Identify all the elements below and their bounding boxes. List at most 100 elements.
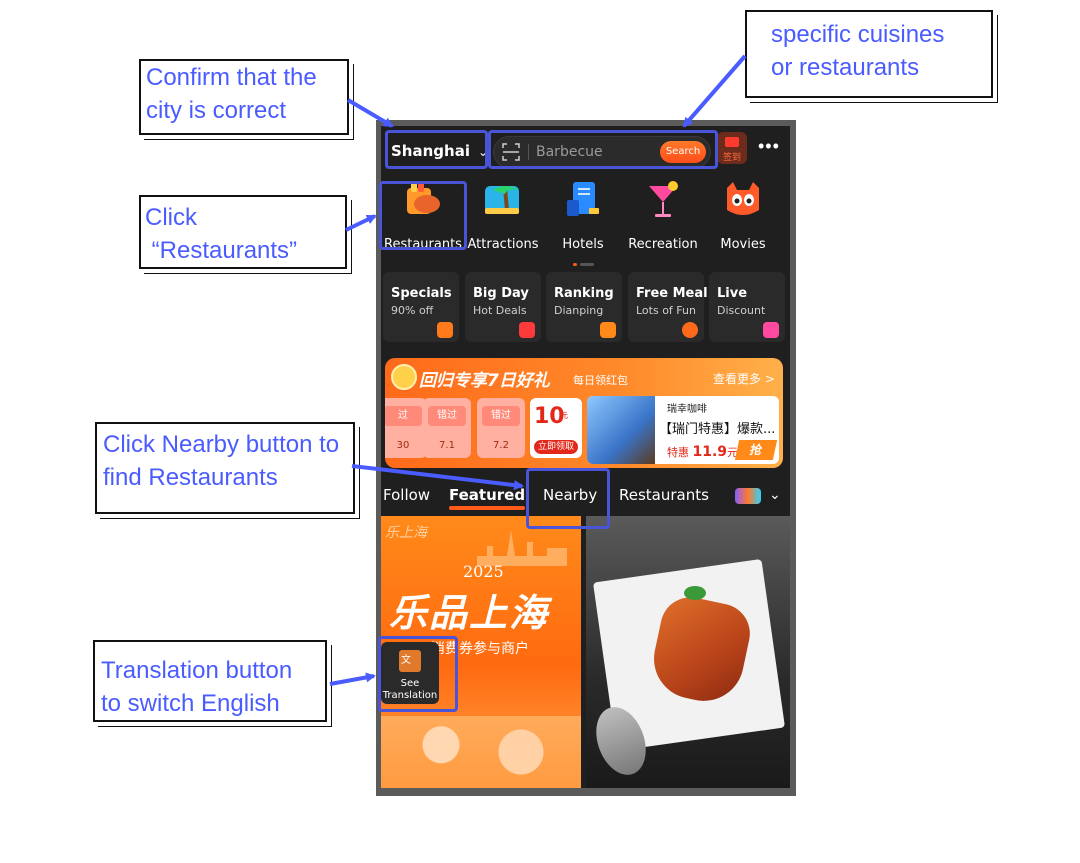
callout-nearby: Click Nearby button to find Restaurants (95, 422, 355, 514)
app-screen: Shanghai ⌄ Barbecue Search 签到 ••• Restaur… (381, 126, 790, 788)
arrow-translation (329, 672, 376, 686)
checkin-label: 签到 (722, 153, 741, 163)
feed-card-right[interactable] (586, 516, 790, 788)
skyline-image (477, 530, 567, 566)
promo-ranking[interactable]: Ranking Dianping (546, 272, 622, 342)
restaurant-icon (407, 182, 440, 214)
zero-yuan-icon (682, 322, 698, 338)
claim-now-button[interactable]: 立即领取 (534, 440, 578, 454)
city-name: Shanghai (391, 142, 470, 160)
chevron-down-icon: ⌄ (477, 145, 489, 159)
highlight-translation (378, 636, 458, 712)
tab-follow[interactable]: Follow (383, 486, 431, 504)
highlight-city (385, 130, 488, 169)
coffee-ad-card[interactable]: 瑞幸咖啡 【瑞门特惠】爆款... 特惠 11.9元 抢 (587, 396, 779, 464)
ad-price-label: 特惠 (667, 446, 689, 459)
city-selector[interactable]: Shanghai ⌄ (391, 142, 488, 160)
callout-search: specific cuisines or restaurants (745, 10, 993, 98)
promo-subtitle: 90% off (391, 304, 434, 317)
category-label: Movies (720, 237, 766, 252)
coupon-unit: 元 (560, 411, 568, 420)
tab-restaurants[interactable]: Restaurants (619, 486, 709, 504)
feed-card-left[interactable]: 乐上海 2025 乐品上海 消费券参与商户 (381, 516, 581, 788)
category-movies[interactable]: Movies (703, 180, 783, 252)
category-recreation[interactable]: Recreation (623, 180, 703, 252)
highlight-restaurants (379, 181, 467, 250)
promo-subtitle: Lots of Fun (636, 304, 696, 317)
cat-movie-icon (727, 182, 759, 215)
callout-text: Confirm that the city is correct (146, 64, 317, 124)
calendar-heart-icon (519, 322, 535, 338)
coupon-card[interactable]: 过 30 (385, 398, 427, 458)
promo-subtitle: Discount (717, 304, 766, 317)
coupon-card[interactable]: 错过 7.2 (477, 398, 525, 458)
ad-brand: 瑞幸咖啡 (667, 404, 707, 415)
bar-chart-icon (763, 322, 779, 338)
category-label: Hotels (562, 237, 604, 252)
promo-subtitle: Dianping (554, 304, 604, 317)
search-divider (528, 144, 529, 160)
search-input[interactable]: Barbecue (536, 144, 603, 160)
coupon-10-yuan[interactable]: 10 元 立即领取 (530, 398, 582, 458)
crowd-image (381, 716, 581, 788)
checkin-button[interactable]: 签到 (717, 132, 747, 164)
highlight-nearby (526, 468, 610, 529)
promo-title: Specials (391, 286, 452, 301)
ad-headline: 【瑞门特惠】爆款... (659, 422, 776, 437)
promo-specials[interactable]: Specials 90% off (383, 272, 459, 342)
search-button[interactable]: Search (660, 141, 706, 163)
callout-translation: Translation button to switch English (93, 640, 327, 722)
coupon-date: 30 (396, 440, 410, 451)
chevron-down-icon[interactable]: ⌄ (769, 486, 781, 502)
arrow-up-icon (600, 322, 616, 338)
feed-headline: 乐品上海 (389, 591, 550, 635)
translation-label: See Translation (382, 678, 438, 701)
scan-icon[interactable] (502, 143, 520, 161)
coupon-tag: 过 (385, 406, 422, 426)
callout-text: Translation button to switch English (101, 657, 293, 717)
translation-button[interactable]: See Translation (381, 642, 439, 704)
highlight-search (488, 130, 718, 169)
callout-city: Confirm that the city is correct (139, 59, 349, 135)
promo-live[interactable]: Live Discount (709, 272, 785, 342)
tab-featured[interactable]: Featured (449, 486, 526, 510)
search-bar[interactable]: Barbecue Search (493, 136, 711, 168)
promo-title: Ranking (554, 286, 614, 301)
feed-year: 2025 (463, 562, 504, 581)
page-dot (580, 263, 594, 267)
banner-see-more-link[interactable]: 查看更多 > (713, 372, 775, 386)
coupon-date: 7.2 (493, 440, 509, 451)
callout-text: Click Nearby button to find Restaurants (103, 431, 340, 491)
coupon-card[interactable]: 错过 7.1 (423, 398, 471, 458)
ad-price-unit: 元 (727, 446, 739, 459)
feed-tabs: Follow Featured Nearby Restaurants ⌄ (381, 478, 790, 512)
coffee-ad-image (587, 396, 655, 464)
promo-free-meal[interactable]: Free Meal Lots of Fun (628, 272, 708, 342)
herb-garnish-image (684, 586, 706, 600)
coupon-value: 10 (534, 404, 565, 429)
coupon-tag: 错过 (482, 406, 520, 426)
page-indicator (573, 256, 597, 274)
tab-deco-icon[interactable] (735, 488, 761, 504)
category-hotels[interactable]: Hotels (543, 180, 623, 252)
coupon-date: 7.1 (439, 440, 455, 451)
feed-logo: 乐上海 (385, 525, 427, 541)
promo-banner[interactable]: 回归专享7日好礼 每日领红包 查看更多 > 过 30 错过 7.1 错过 7.2… (385, 358, 783, 468)
category-attractions[interactable]: Attractions (463, 180, 543, 252)
page-dot-active (573, 263, 577, 267)
badge-icon (437, 322, 453, 338)
callout-text: specific cuisines or restaurants (771, 21, 945, 81)
ad-price: 特惠 11.9元 (667, 444, 738, 460)
promo-big-day[interactable]: Big Day Hot Deals (465, 272, 541, 342)
promo-title: Free Meal (636, 286, 708, 301)
banner-title: 回归专享7日好礼 (419, 371, 550, 391)
coin-icon (391, 364, 417, 390)
arrow-restaurants (345, 214, 377, 232)
tab-nearby[interactable]: Nearby (543, 486, 598, 504)
more-menu-icon[interactable]: ••• (758, 136, 780, 156)
red-envelope-icon (725, 137, 739, 147)
grab-deal-button[interactable]: 抢 (734, 440, 778, 460)
promo-title: Live (717, 286, 748, 301)
category-label: Recreation (628, 237, 698, 252)
coupon-tag: 错过 (428, 406, 466, 426)
